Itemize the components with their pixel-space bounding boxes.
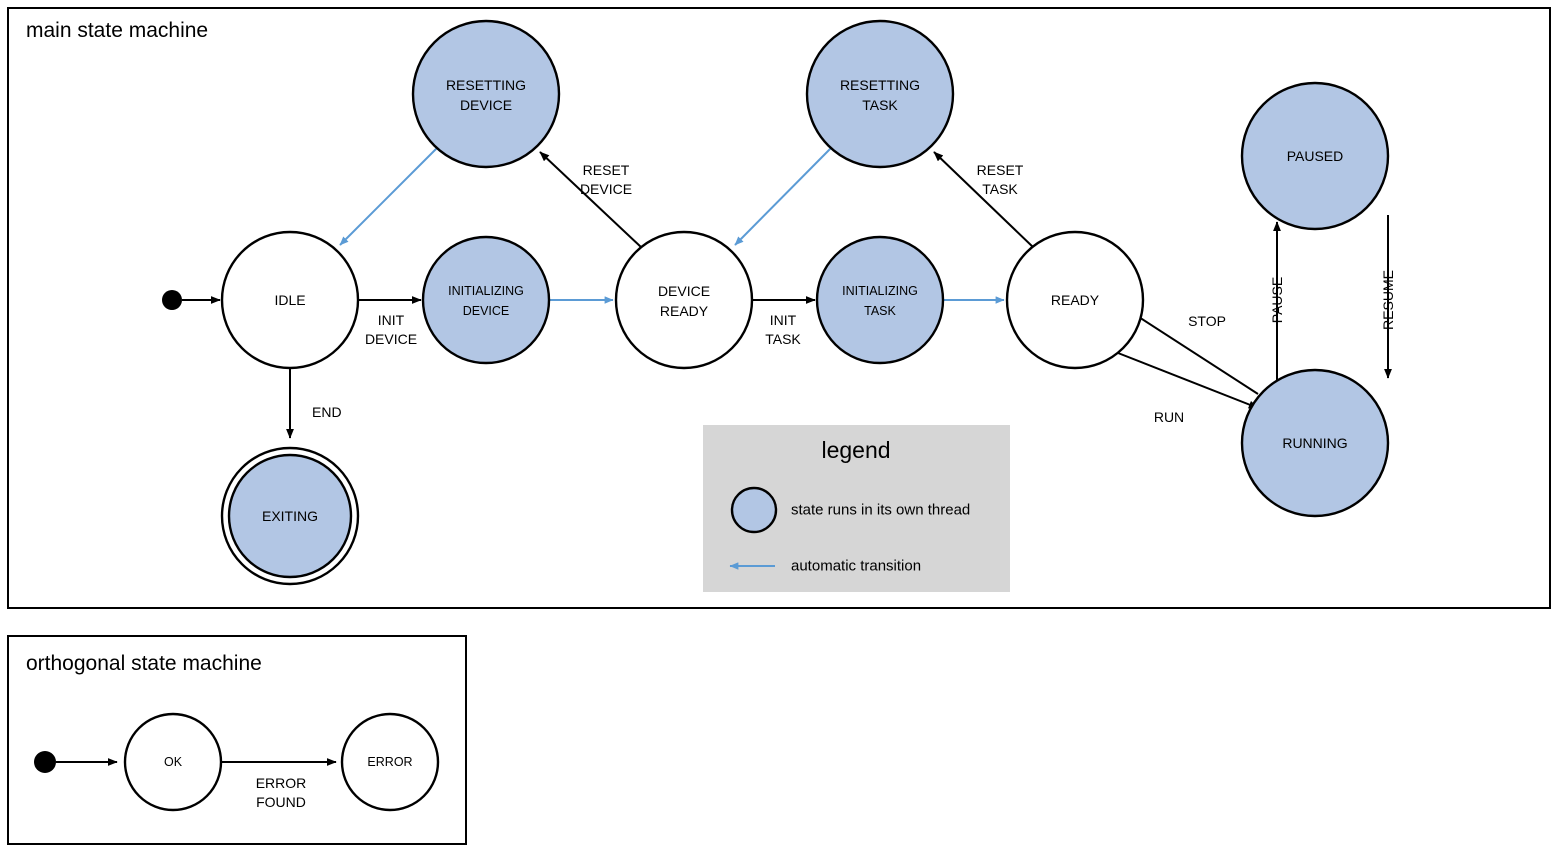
edge-label-line-1: FOUND [256, 794, 306, 810]
state-label: READY [1051, 292, 1100, 308]
state-label: RUNNING [1282, 435, 1347, 451]
transition-start-to-ok [34, 751, 118, 773]
legend-entry-label: state runs in its own thread [791, 502, 970, 519]
edge-label: RUN [1154, 409, 1184, 425]
state-shape[interactable] [805, 19, 955, 169]
start-marker-orthogonal [34, 751, 56, 773]
state-shape[interactable] [815, 235, 945, 365]
transition-resetting-device-to-idle [339, 147, 438, 246]
edge-label: RESUME [1380, 270, 1396, 330]
state-label: EXITING [262, 508, 318, 524]
state-shape[interactable] [614, 230, 754, 370]
state-shape[interactable] [1240, 81, 1390, 231]
state-label-line-0: DEVICE [658, 283, 710, 299]
edge-label-line-0: ERROR [256, 775, 307, 791]
edge-label-line-1: TASK [765, 331, 801, 347]
state-label-line-1: DEVICE [460, 97, 512, 113]
transition-idle-to-initializing-device: INIT DEVICE [358, 296, 422, 347]
edge-label-line-1: DEVICE [580, 181, 632, 197]
state-label: OK [164, 755, 183, 769]
transition-device-ready-to-initializing-task: INIT TASK [752, 296, 816, 347]
state-label-line-1: READY [660, 303, 709, 319]
legend-entry-thread-state: state runs in its own thread [730, 486, 970, 534]
state-node-resetting-task[interactable]: RESETTING TASK [805, 19, 955, 169]
transition-running-to-paused: PAUSE [1269, 221, 1285, 381]
state-shape[interactable] [411, 19, 561, 169]
edge-line [1127, 309, 1259, 395]
edge-line-auto [734, 147, 832, 246]
edge-label-line-1: DEVICE [365, 331, 417, 347]
state-node-ok[interactable]: OK [123, 712, 223, 812]
final-state-outer-ring [220, 446, 360, 586]
edge-label: PAUSE [1269, 277, 1285, 323]
edge-label-line-0: INIT [770, 312, 797, 328]
state-shape[interactable] [123, 712, 223, 812]
transition-paused-to-running: RESUME [1380, 215, 1396, 379]
legend-entry-label: automatic transition [791, 558, 921, 575]
state-shape[interactable] [1005, 230, 1145, 370]
state-node-initializing-task[interactable]: INITIALIZING TASK [815, 235, 945, 365]
legend-title: legend [821, 437, 890, 463]
edge-label-line-0: RESET [583, 162, 630, 178]
edge-label-line-1: TASK [982, 181, 1018, 197]
state-shape[interactable] [1240, 368, 1390, 518]
transition-running-to-ready: STOP [1127, 309, 1259, 395]
state-label-line-1: DEVICE [463, 304, 510, 318]
state-label-line-1: TASK [862, 97, 898, 113]
edge-label: STOP [1188, 313, 1226, 329]
state-node-paused[interactable]: PAUSED [1240, 81, 1390, 231]
state-label: PAUSED [1287, 148, 1344, 164]
edge-line [933, 151, 1035, 249]
edge-label: END [312, 404, 342, 420]
state-label-line-0: RESETTING [840, 77, 920, 93]
transition-resetting-task-to-device-ready [734, 147, 832, 246]
state-node-running[interactable]: RUNNING [1240, 368, 1390, 518]
transition-device-ready-to-resetting-device: RESET DEVICE [539, 151, 643, 249]
state-node-error[interactable]: ERROR [340, 712, 440, 812]
transition-start-to-idle [162, 290, 221, 310]
state-shape[interactable] [340, 712, 440, 812]
state-label-line-1: TASK [864, 304, 896, 318]
legend: legend state runs in its own thread auto… [703, 425, 1010, 592]
state-label-line-0: INITIALIZING [448, 284, 524, 298]
state-node-ready[interactable]: READY [1005, 230, 1145, 370]
state-label-line-0: RESETTING [446, 77, 526, 93]
legend-thread-state-icon [730, 486, 778, 534]
state-shape[interactable] [421, 235, 551, 365]
orthogonal-machine-title: orthogonal state machine [26, 652, 262, 675]
legend-entry-auto-transition: automatic transition [729, 558, 921, 575]
edge-line-auto [339, 147, 438, 246]
state-node-device-ready[interactable]: DEVICE READY [614, 230, 754, 370]
state-node-initializing-device[interactable]: INITIALIZING DEVICE [421, 235, 551, 365]
state-node-resetting-device[interactable]: RESETTING DEVICE [411, 19, 561, 169]
state-shape[interactable] [220, 230, 360, 370]
edge-label-line-0: RESET [977, 162, 1024, 178]
state-label-line-0: INITIALIZING [842, 284, 918, 298]
start-marker [162, 290, 182, 310]
transition-ready-to-resetting-task: RESET TASK [933, 151, 1035, 249]
state-label: IDLE [274, 292, 305, 308]
edge-line [539, 151, 643, 249]
state-shape[interactable] [227, 453, 353, 579]
transition-ready-to-running: RUN [1117, 352, 1259, 425]
transition-idle-to-exiting: END [286, 368, 342, 439]
edge-line [1117, 352, 1259, 409]
state-node-idle[interactable]: IDLE [220, 230, 360, 370]
transition-ok-to-error: ERROR FOUND [221, 758, 337, 810]
state-node-exiting[interactable]: EXITING [220, 446, 360, 586]
state-label: ERROR [367, 755, 412, 769]
main-machine-title: main state machine [26, 19, 208, 42]
edge-label-line-0: INIT [378, 312, 405, 328]
